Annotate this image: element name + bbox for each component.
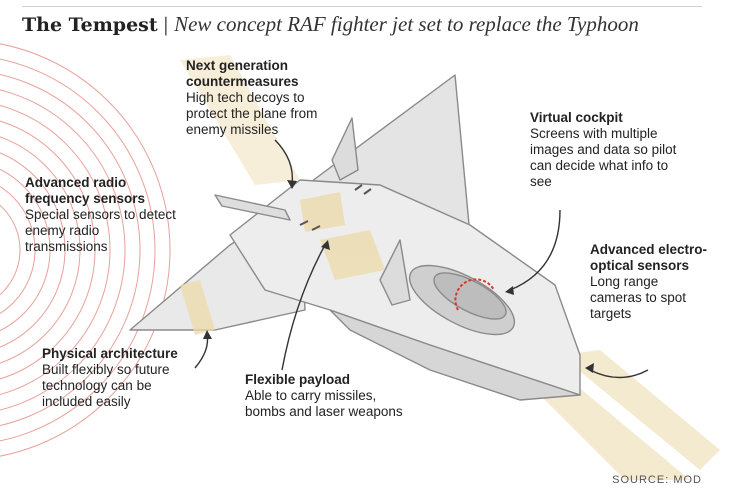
callout-radio-sensors: Advanced radio frequency sensors Special… xyxy=(25,175,185,255)
callout-heading: Physical architecture xyxy=(42,346,178,361)
feature-highlights xyxy=(180,192,385,335)
callout-text: Special sensors to detect enemy radio tr… xyxy=(25,207,176,254)
callout-text: Screens with multiple images and data so… xyxy=(530,126,677,189)
arrow-architecture xyxy=(194,334,209,369)
callout-text: High tech decoys to protect the plane fr… xyxy=(186,90,318,137)
callout-heading: Virtual cockpit xyxy=(530,110,623,125)
cockpit-sensor-arc xyxy=(454,278,495,311)
callout-heading: Advanced radio frequency sensors xyxy=(25,175,146,206)
callout-heading: Next generation countermeasures xyxy=(186,58,299,89)
page-subtitle: New concept RAF fighter jet set to repla… xyxy=(174,12,639,36)
arrow-heads xyxy=(203,180,594,373)
source-credit: SOURCE: MOD xyxy=(612,474,702,486)
intake-vents xyxy=(299,184,372,231)
arrow-electro-optical xyxy=(589,369,649,379)
callout-text: Long range cameras to spot targets xyxy=(590,274,687,321)
title-separator: | xyxy=(162,14,170,36)
callout-architecture: Physical architecture Built flexibly so … xyxy=(42,346,192,410)
arrow-cockpit xyxy=(509,209,561,291)
callout-cockpit: Virtual cockpit Screens with multiple im… xyxy=(530,110,680,190)
callout-heading: Flexible payload xyxy=(245,372,351,387)
callout-payload: Flexible payload Able to carry missiles,… xyxy=(245,372,405,420)
page-title: The Tempest xyxy=(22,14,158,36)
jet-airframe xyxy=(129,74,581,401)
top-rule xyxy=(22,6,702,7)
callout-text: Able to carry missiles, bombs and laser … xyxy=(245,388,403,419)
arrow-payload xyxy=(281,244,326,371)
callout-text: Built flexibly so future technology can … xyxy=(42,362,170,409)
sensor-beam-top xyxy=(180,55,300,185)
callout-heading: Advanced electro-optical sensors xyxy=(590,242,708,273)
callout-electro-optical: Advanced electro-optical sensors Long ra… xyxy=(590,242,710,322)
callout-countermeasures: Next generation countermeasures High tec… xyxy=(186,58,346,138)
header: The Tempest|New concept RAF fighter jet … xyxy=(22,12,639,37)
radio-wave-arcs xyxy=(0,43,171,457)
